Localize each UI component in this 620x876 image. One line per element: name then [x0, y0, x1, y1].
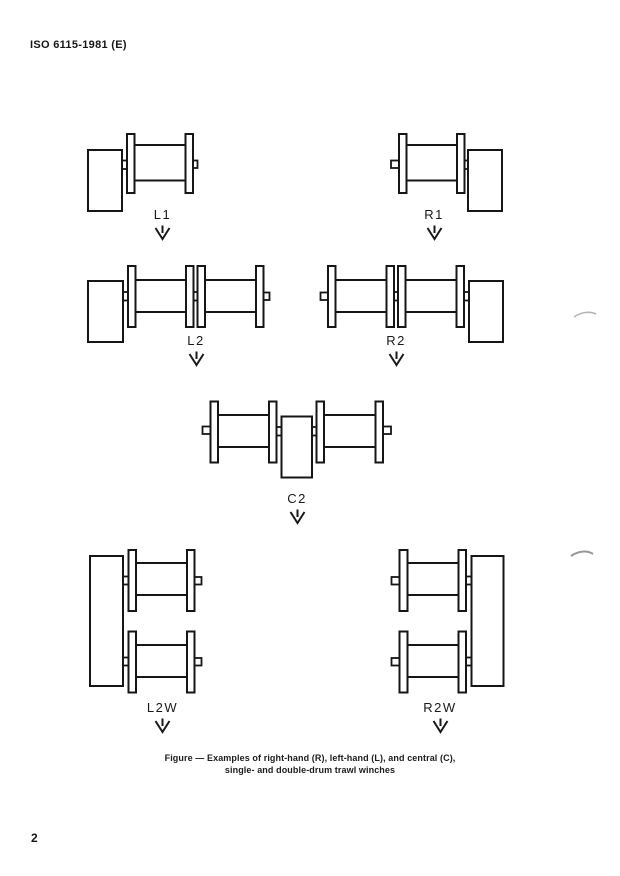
drum-barrel: [133, 144, 187, 182]
motor-housing: [89, 555, 124, 687]
winch-label-l2w: L2W: [123, 701, 203, 734]
drum-barrel: [135, 562, 189, 596]
drum-flange: [186, 630, 196, 694]
winch-drawing-l1: [87, 133, 199, 212]
drum-barrel: [406, 644, 460, 678]
drum-flange: [315, 400, 325, 464]
winch-code: R1: [424, 207, 444, 222]
winch-code: R2: [386, 333, 406, 348]
drum-barrel: [404, 279, 458, 313]
drum-flange: [457, 630, 467, 694]
drum-flange: [398, 549, 409, 612]
drum-barrel: [334, 279, 389, 313]
figure-caption: Figure — Examples of right-hand (R), lef…: [0, 753, 620, 776]
drum-flange: [374, 400, 384, 464]
drum-flange: [126, 133, 136, 194]
drum-barrel: [406, 562, 460, 596]
winch-drawing-r2w: [390, 549, 505, 694]
drum-flange: [457, 549, 467, 612]
drum-barrel: [203, 279, 258, 313]
drum-barrel: [134, 279, 188, 313]
direction-mark-icon: [432, 718, 448, 734]
direction-mark-icon: [426, 225, 442, 241]
direction-mark-icon: [289, 509, 305, 525]
scan-artifacts: [570, 311, 597, 557]
page-number: 2: [31, 831, 38, 845]
winch-label-c2: C2: [257, 492, 337, 525]
direction-mark-icon: [388, 351, 404, 367]
drum-flange: [398, 630, 409, 694]
drum-flange: [185, 265, 195, 328]
drum-barrel: [405, 144, 460, 182]
drum-flange: [455, 265, 465, 328]
winch-code: L2: [187, 333, 205, 348]
drum-flange: [127, 265, 137, 328]
drum-flange: [398, 133, 408, 194]
drum-barrel: [323, 414, 377, 448]
direction-mark-icon: [154, 718, 171, 734]
winch-label-r2: R2: [356, 334, 436, 367]
scan-artifact-mark: [570, 550, 594, 557]
motor-housing: [467, 149, 503, 212]
winch-label-r2w: R2W: [400, 701, 480, 734]
motor-housing: [468, 280, 504, 343]
drum-flange: [209, 400, 219, 464]
winch-label-l1: L1: [123, 208, 203, 241]
document-header: ISO 6115-1981 (E): [30, 39, 127, 51]
winch-drawing-l2: [87, 265, 271, 343]
winch-code: L1: [153, 207, 172, 222]
drum-flange: [456, 133, 466, 194]
drum-flange: [397, 265, 407, 328]
winch-code: R2W: [423, 700, 457, 715]
drum-barrel: [135, 644, 189, 678]
drum-flange: [186, 549, 196, 612]
motor-housing: [87, 149, 123, 212]
drum-flange: [184, 133, 194, 194]
drum-barrel: [217, 414, 271, 448]
drum-flange: [127, 630, 137, 694]
drum-flange: [196, 265, 206, 328]
motor-housing: [470, 555, 505, 687]
winch-code: L2W: [146, 700, 179, 715]
drum-flange: [385, 265, 395, 328]
winch-drawing-r2: [319, 265, 504, 343]
winch-drawing-r1: [390, 133, 503, 212]
figure-caption-line2: single- and double-drum trawl winches: [224, 764, 396, 775]
drum-flange: [268, 400, 278, 464]
drum-flange: [255, 265, 265, 328]
motor-housing: [87, 280, 124, 343]
drum-flange: [127, 549, 137, 612]
figure-caption-line1: Figure — Examples of right-hand (R), lef…: [164, 753, 456, 763]
winch-label-l2: L2: [156, 334, 236, 367]
winch-drawing-c2: [201, 400, 392, 479]
winch-drawing-l2w: [89, 549, 203, 694]
motor-housing: [280, 415, 313, 479]
winch-code: C2: [287, 491, 307, 506]
drum-flange: [327, 265, 337, 328]
winch-label-r1: R1: [394, 208, 474, 241]
direction-mark-icon: [188, 351, 204, 367]
direction-mark-icon: [154, 225, 171, 241]
scan-artifact-mark: [573, 311, 597, 318]
